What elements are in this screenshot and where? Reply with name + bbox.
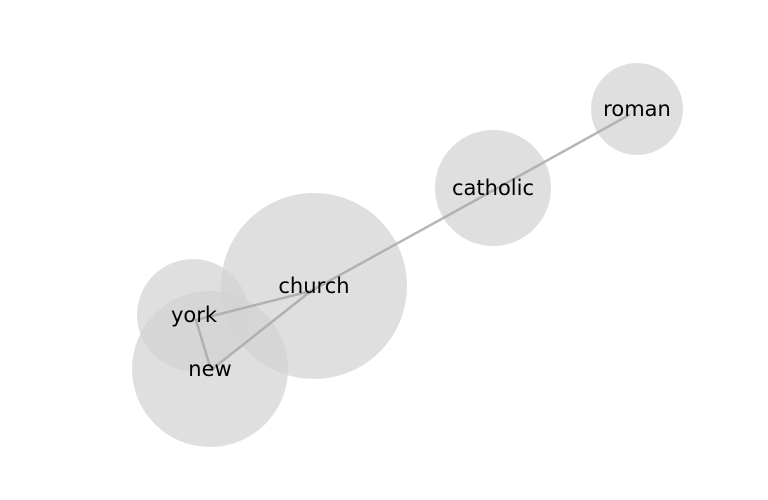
node-circles	[132, 63, 683, 447]
node-label-new: new	[188, 357, 231, 381]
edge-church-new	[209, 289, 313, 372]
edge-york-new	[194, 318, 213, 372]
edge-catholic-church	[309, 193, 487, 293]
node-label-catholic: catholic	[452, 176, 534, 200]
node-label-roman: roman	[603, 97, 671, 121]
node-circle-york	[137, 259, 249, 371]
node-labels: roman catholic church york new	[171, 97, 671, 381]
edge-church-york	[194, 289, 313, 322]
node-circle-catholic	[435, 130, 551, 246]
node-label-york: york	[171, 303, 218, 327]
edges	[194, 113, 631, 372]
edge-roman-catholic	[483, 113, 631, 197]
node-label-church: church	[278, 274, 349, 298]
node-circle-roman	[591, 63, 683, 155]
